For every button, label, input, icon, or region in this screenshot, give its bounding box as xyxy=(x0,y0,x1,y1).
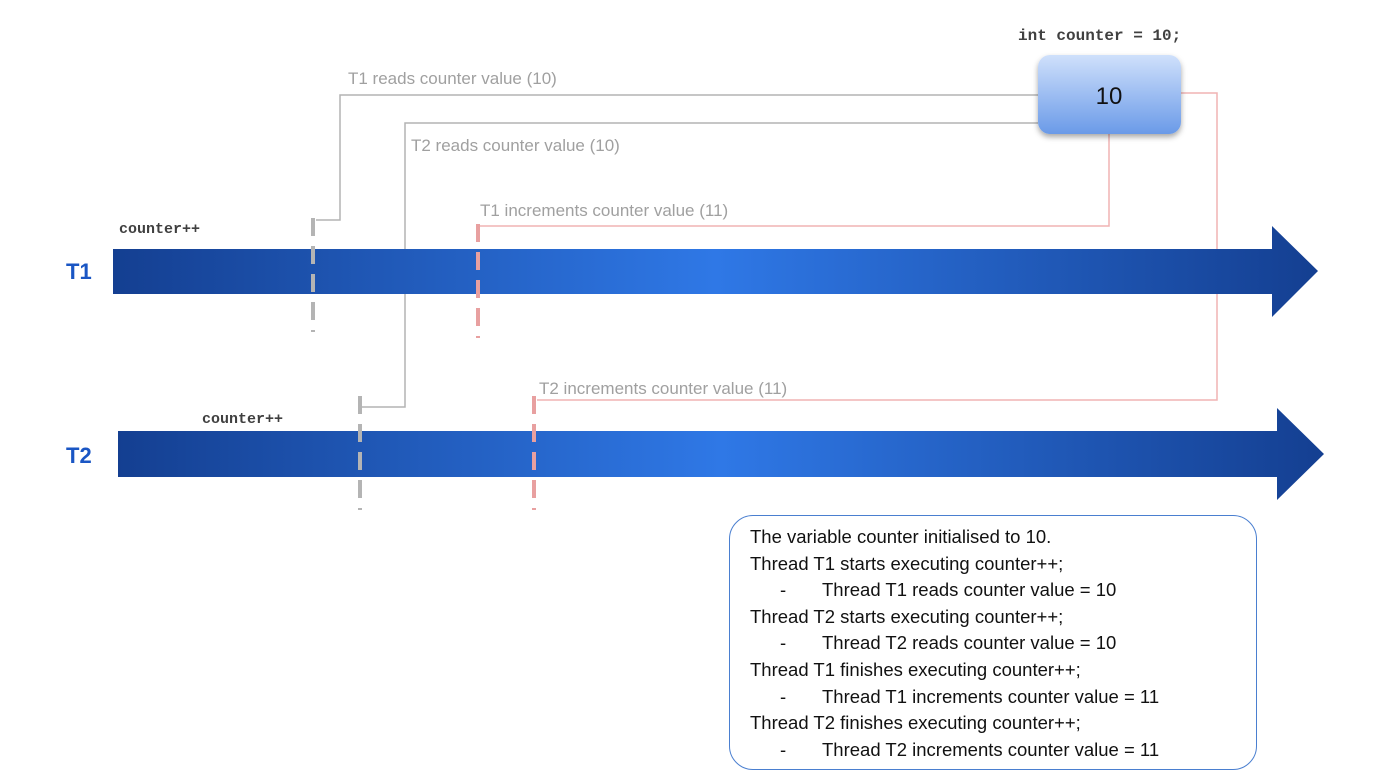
summary-detail: - Thread T2 increments counter value = 11 xyxy=(750,737,1238,764)
t1-timeline-arrow xyxy=(113,226,1318,317)
step-label-t1-increment: T1 increments counter value (11) xyxy=(480,201,728,220)
summary-intro: The variable counter initialised to 10. xyxy=(750,526,1052,547)
counter-value-box xyxy=(1038,55,1181,134)
bullet-dash: - xyxy=(780,685,787,707)
bullet-dash: - xyxy=(780,632,787,654)
summary-box: The variable counter initialised to 10. … xyxy=(729,515,1257,770)
summary-detail-text: Thread T2 reads counter value = 10 xyxy=(822,632,1117,654)
summary-detail-text: Thread T1 increments counter value = 11 xyxy=(822,685,1160,707)
t2-code-label: counter++ xyxy=(202,411,283,428)
summary-event: Thread T2 finishes executing counter++; xyxy=(750,712,1081,734)
step-label-t1-read: T1 reads counter value (10) xyxy=(348,69,557,88)
thread-label-t2: T2 xyxy=(66,443,92,468)
t2-write-connector xyxy=(537,92,1218,401)
bullet-dash: - xyxy=(780,579,787,601)
summary-detail: - Thread T1 reads counter value = 10 xyxy=(750,577,1238,604)
step-label-t2-read: T2 reads counter value (10) xyxy=(411,136,620,155)
thread-label-t1: T1 xyxy=(66,259,92,284)
summary-detail-text: Thread T1 reads counter value = 10 xyxy=(822,579,1117,601)
bullet-dash: - xyxy=(780,738,787,760)
t1-write-connector xyxy=(480,134,1110,227)
t1-code-label: counter++ xyxy=(119,221,200,238)
summary-detail-text: Thread T2 increments counter value = 11 xyxy=(822,738,1160,760)
counter-value: 10 xyxy=(1096,83,1123,110)
t2-timeline-arrow xyxy=(118,408,1324,500)
summary-detail: - Thread T1 increments counter value = 11 xyxy=(750,684,1238,711)
counter-declaration: int counter = 10; xyxy=(1018,27,1181,45)
summary-detail: - Thread T2 reads counter value = 10 xyxy=(750,630,1238,657)
t1-read-connector xyxy=(316,94,1038,221)
summary-event: Thread T1 finishes executing counter++; xyxy=(750,658,1081,680)
summary-event: Thread T1 starts executing counter++; xyxy=(750,552,1064,574)
summary-event: Thread T2 starts executing counter++; xyxy=(750,605,1064,627)
step-label-t2-increment: T2 increments counter value (11) xyxy=(539,379,787,398)
